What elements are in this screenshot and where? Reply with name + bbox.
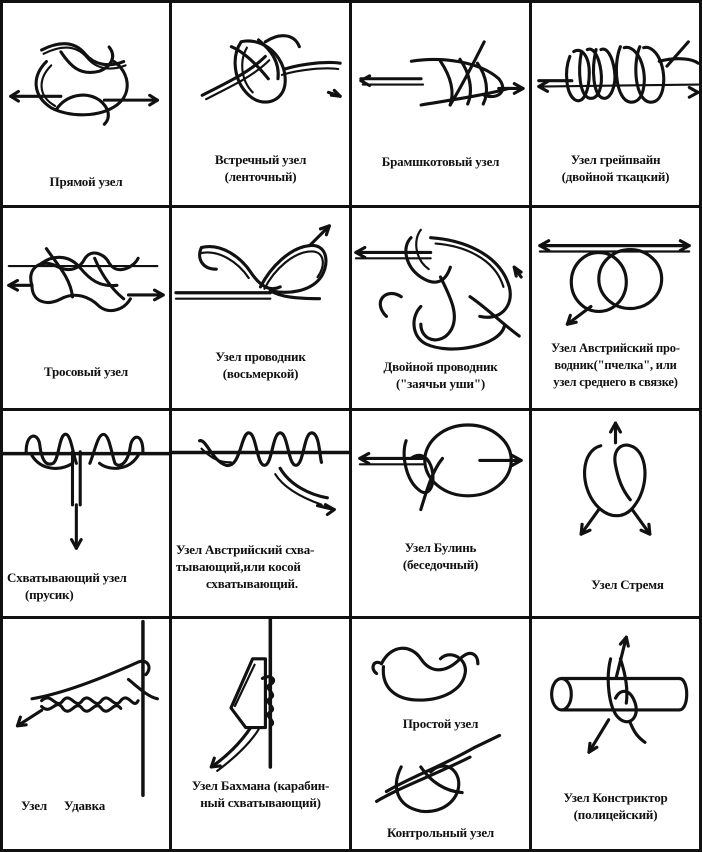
caption-overhand: Простой узел [356,715,525,732]
caption-sheet-bend: Встречный узел (ленточный) [176,151,345,185]
caption-line: Узел Стремя [591,577,664,592]
caption-line: Узел грейпвайн [570,152,661,167]
caption-line: Тросовый узел [44,364,128,379]
cell-bachmann: Узел Бахмана (карабин- ный схватывающий) [172,619,352,852]
prusik-drawing [3,432,169,550]
overhand-drawing [371,646,502,814]
caption-line: Узел Констриктор [563,790,668,805]
cell-figure-eight-loop: Узел проводник (восьмеркой) [172,208,352,411]
cell-double-loop: Двойной проводник ("заячьи уши") [352,208,532,411]
caption-line: Встречный узел [214,152,307,167]
cell-sheet-bend: Встречный узел (ленточный) [172,0,352,208]
caption-line: (двойной ткацкий) [561,169,670,184]
cell-prusik: Схватывающий узел (прусик) [0,411,172,619]
caption-line: Схватывающий узел [7,570,127,585]
austrian-prusik-drawing [172,431,349,517]
constrictor-drawing [550,635,689,754]
caption-bachmann: Узел Бахмана (карабин- ный схватывающий) [176,777,345,811]
caption-line: тывающий,или косой [176,559,301,574]
caption-fishermans: Узел Удавка [7,797,165,814]
sheet-bend-drawing [200,34,342,104]
stirrup-drawing [579,421,652,536]
cell-alpine-butterfly: Узел Австрийский про- водник("пчелка", и… [532,208,702,411]
grapevine-drawing [537,40,699,104]
caption-line: Узел Австрийский схва- [176,542,315,557]
cell-bowline: Узел Булинь (беседочный) [352,411,532,619]
caption-prusik: Схватывающий узел (прусик) [7,569,165,603]
caption-line: (ленточный) [224,169,297,184]
cell-square-knot: Прямой узел [0,0,172,208]
caption-stirrup: Узел Стремя [536,576,695,593]
caption-line: Контрольный узел [386,825,494,840]
cell-carrick-bend: Тросовый узел [0,208,172,411]
bowline-drawing [358,423,523,512]
bachmann-drawing [209,619,276,772]
figure-eight-loop-drawing [174,224,331,301]
caption-carrick-bend: Тросовый узел [7,363,165,380]
caption-square-knot: Прямой узел [7,173,165,190]
carrick-bend-drawing [7,247,165,313]
caption-line: Узел проводник [215,349,306,364]
caption-line: (прусик) [25,587,74,602]
double-loop-drawing [354,228,523,351]
caption-line: Узел Удавка [21,798,105,813]
caption-line: Узел Булинь [404,540,477,555]
caption-line: (полицейский) [573,807,658,822]
cell-topsail-knot: Брамшкотовый узел [352,0,532,208]
caption-line: Простой узел [402,716,479,731]
topsail-knot-drawing [359,40,525,107]
cell-fishermans: Узел Удавка [0,619,172,852]
caption-line: (беседочный) [402,557,479,572]
caption-line: Двойной проводник [383,359,498,374]
caption-bowline: Узел Булинь (беседочный) [356,539,525,573]
caption-line: схватывающий. [206,576,298,591]
caption-line: узел среднего в связке) [553,375,678,389]
caption-constrictor: Узел Констриктор (полицейский) [536,789,695,823]
caption-line: Узел Австрийский про- [551,341,680,355]
caption-line: водник("пчелка", или [554,358,677,372]
caption-line: Узел Бахмана (карабин- [191,778,330,793]
cell-austrian-prusik: Узел Австрийский схва- тывающий,или косо… [172,411,352,619]
caption-line: ный схватывающий) [200,795,321,810]
cell-overhand-stopper: Простой узел Контрольный узел [352,619,532,852]
caption-line: ("заячьи уши") [396,376,485,391]
cell-constrictor: Узел Констриктор (полицейский) [532,619,702,852]
caption-grapevine: Узел грейпвайн (двойной ткацкий) [536,151,695,185]
cell-stirrup: Узел Стремя [532,411,702,619]
fishermans-drawing [15,619,159,798]
caption-stopper: Контрольный узел [356,824,525,841]
caption-line: (восьмеркой) [222,366,299,381]
caption-line: Брамшкотовый узел [381,154,500,169]
cell-grapevine: Узел грейпвайн (двойной ткацкий) [532,0,702,208]
caption-line: Прямой узел [49,174,123,189]
caption-alpine-butterfly: Узел Австрийский про- водник("пчелка", и… [536,340,695,391]
caption-figure-eight-loop: Узел проводник (восьмеркой) [176,348,345,382]
alpine-butterfly-drawing [538,239,691,326]
caption-topsail-knot: Брамшкотовый узел [356,153,525,170]
caption-austrian-prusik: Узел Австрийский схва- тывающий,или косо… [176,541,345,592]
square-knot-drawing [9,42,159,126]
caption-double-loop: Двойной проводник ("заячьи уши") [356,358,525,392]
